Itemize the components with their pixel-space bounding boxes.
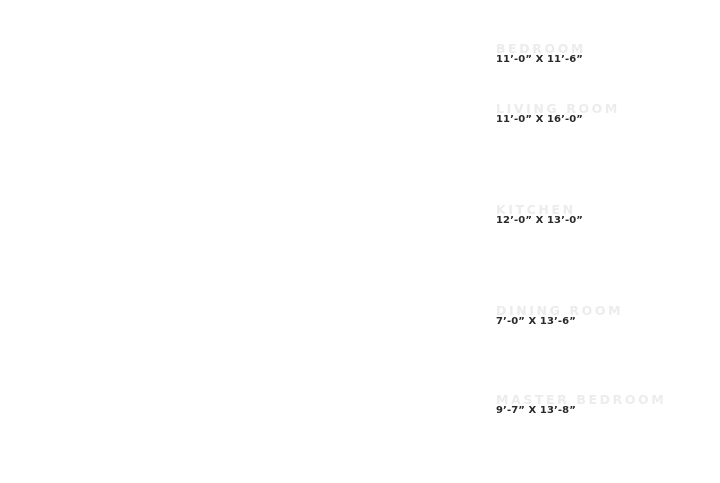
room-name: DINING ROOM	[496, 303, 624, 318]
room-name: MASTER BEDROOM	[496, 392, 667, 407]
room-dimensions: 11’-0” X 16’-0”	[496, 114, 583, 125]
room-name: LIVING ROOM	[496, 101, 620, 116]
room-dimensions: 11’-0” X 11’-6”	[496, 54, 583, 65]
room-label-living-room: LIVING ROOM 11’-0” X 16’-0”	[496, 102, 706, 126]
room-name: KITCHEN	[496, 202, 576, 217]
room-dimensions: 9’-7” X 13’-8”	[496, 405, 576, 416]
room-name: BEDROOM	[496, 41, 586, 56]
room-label-dining-room: DINING ROOM 7’-0” X 13’-6”	[496, 304, 706, 328]
room-dimensions: 7’-0” X 13’-6”	[496, 316, 576, 327]
room-dimensions: 12’-0” X 13’-0”	[496, 215, 583, 226]
room-label-kitchen: KITCHEN 12’-0” X 13’-0”	[496, 203, 706, 227]
room-label-bedroom: BEDROOM 11’-0” X 11’-6”	[496, 42, 706, 66]
room-label-master-bedroom: MASTER BEDROOM 9’-7” X 13’-8”	[496, 393, 706, 417]
